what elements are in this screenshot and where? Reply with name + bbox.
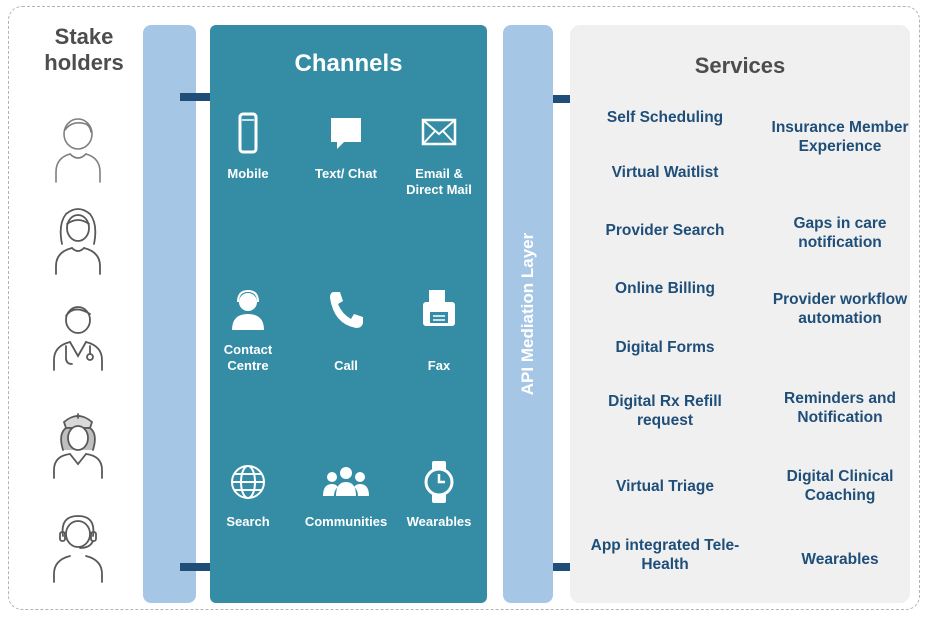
channel-label: Mobile xyxy=(227,166,269,181)
channel-label: Text/ Chat xyxy=(315,166,377,181)
channel-communities: Communities xyxy=(303,460,389,530)
globe-icon xyxy=(231,465,265,499)
fax-icon xyxy=(423,290,455,326)
watch-icon xyxy=(424,461,454,503)
service-digital-forms: Digital Forms xyxy=(615,339,715,356)
service-digital-rx-refill: Digital Rx Refill request xyxy=(608,393,722,429)
channel-call: Call xyxy=(303,288,389,374)
headset-agent-icon xyxy=(232,289,264,330)
service-provider-search: Provider Search xyxy=(605,222,725,239)
service-digital-clinical-coaching: Digital Clinical Coaching xyxy=(786,468,894,504)
channels-title: Channels xyxy=(294,50,403,77)
service-provider-workflow: Provider workflow automation xyxy=(772,291,908,327)
channel-label: Email & Direct Mail xyxy=(406,166,472,197)
api-mediation-layer: API Mediation Layer xyxy=(503,25,553,603)
service-virtual-waitlist: Virtual Waitlist xyxy=(611,164,719,181)
channel-label: Contact Centre xyxy=(223,342,273,373)
channel-mobile: Mobile xyxy=(205,112,291,182)
user-icon xyxy=(55,118,101,183)
mobile-icon xyxy=(238,112,258,154)
service-reminders: Reminders and Notification xyxy=(784,390,896,426)
channel-label: Communities xyxy=(304,514,388,529)
service-gaps-in-care: Gaps in care notification xyxy=(793,215,887,251)
stakeholder-connector-bar xyxy=(143,25,196,603)
channel-label: Fax xyxy=(427,358,451,373)
service-virtual-triage: Virtual Triage xyxy=(616,478,714,495)
channel-email: Email & Direct Mail xyxy=(396,112,482,198)
phone-icon xyxy=(330,292,363,328)
service-insurance-member-experience: Insurance Member Experience xyxy=(771,119,909,155)
woman-icon xyxy=(55,208,101,275)
channel-label: Wearables xyxy=(406,514,472,529)
chat-icon xyxy=(331,118,361,149)
api-mediation-layer-bar xyxy=(503,25,553,603)
channel-search: Search xyxy=(205,460,291,530)
api-mediation-layer-label: API Mediation Layer xyxy=(518,232,537,396)
channel-contact-centre: Contact Centre xyxy=(205,288,291,374)
envelope-icon xyxy=(421,118,457,146)
service-online-billing: Online Billing xyxy=(615,280,715,297)
services-title: Services xyxy=(694,53,786,78)
support-agent-icon xyxy=(53,515,103,583)
service-app-telehealth: App integrated Tele- Health xyxy=(590,537,740,573)
channel-text-chat: Text/ Chat xyxy=(303,112,389,182)
services-panel xyxy=(570,25,910,603)
group-icon xyxy=(323,467,369,496)
stakeholders-title-line2: holders xyxy=(44,50,124,75)
channel-label: Search xyxy=(226,514,270,529)
doctor-icon xyxy=(53,306,103,371)
service-self-scheduling: Self Scheduling xyxy=(606,109,724,126)
channel-fax: Fax xyxy=(396,288,482,374)
stakeholders-title: Stake holders xyxy=(30,24,138,76)
nurse-icon xyxy=(53,413,103,479)
channel-label: Call xyxy=(334,358,358,373)
channel-wearables: Wearables xyxy=(396,460,482,530)
diagram-frame xyxy=(8,6,920,610)
stakeholders-title-line1: Stake xyxy=(54,24,114,49)
service-wearables: Wearables xyxy=(801,551,879,568)
